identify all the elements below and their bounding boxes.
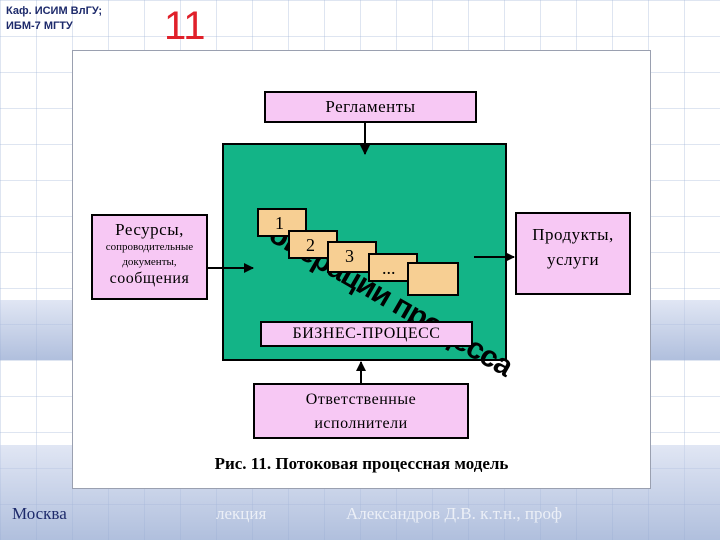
resources-line3: документы, — [122, 256, 177, 268]
responsible-line1: Ответственные — [305, 391, 417, 408]
step-1: 1 — [257, 208, 307, 237]
footer-faded-left: лекция — [216, 504, 267, 523]
org-line-1: Каф. ИСИМ ВлГУ; — [6, 5, 103, 17]
resources-line4: сообщения — [109, 270, 190, 287]
slide-number: 11 — [164, 4, 206, 48]
step-blank — [407, 262, 459, 296]
responsible-line2: исполнители — [314, 415, 408, 432]
resources-line2: сопроводительные — [105, 241, 194, 253]
products-box: Продукты, услуги — [515, 212, 631, 295]
products-line2: услуги — [546, 250, 600, 269]
step-ellipsis: ... — [368, 253, 418, 282]
flow-arrows — [208, 123, 515, 383]
responsible-box: Ответственные исполнители — [253, 383, 469, 439]
footer-city: Москва — [12, 504, 67, 523]
resources-box: Ресурсы, сопроводительные документы, соо… — [91, 214, 208, 300]
footer-faded-right: Александров Д.В. к.т.н., проф — [346, 504, 563, 523]
org-line-2: ИБМ-7 МГТУ — [6, 20, 73, 32]
reglament-box: Регламенты — [264, 91, 477, 123]
figure-caption: Рис. 11. Потоковая процессная модель — [214, 454, 509, 473]
resources-title: Ресурсы, — [115, 220, 184, 239]
process-model-figure: Регламенты операции процесса 1 2 3 ... Б… — [72, 50, 651, 489]
header-organization: Каф. ИСИМ ВлГУ; ИБМ-7 МГТУ — [6, 4, 102, 34]
process-area: операции процесса 1 2 3 ... БИЗНЕС-ПРОЦЕ… — [222, 143, 518, 383]
products-line1: Продукты, — [532, 225, 614, 244]
business-process-label: БИЗНЕС-ПРОЦЕСС — [260, 321, 473, 347]
